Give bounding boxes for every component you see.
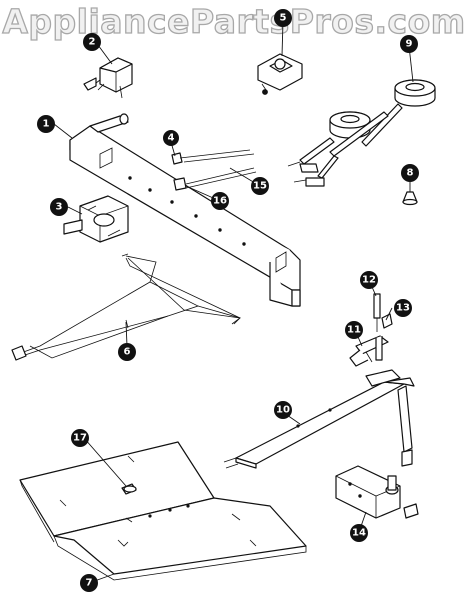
callout-17: 17 <box>71 429 89 447</box>
callout-10-label: 10 <box>276 405 290 416</box>
callout-7: 7 <box>80 574 98 592</box>
callout-4: 4 <box>163 130 179 146</box>
callout-3: 3 <box>50 198 68 216</box>
part-14-safety-valve <box>335 465 419 519</box>
part-13-bracket-screw <box>381 313 393 329</box>
callout-11: 11 <box>345 321 363 339</box>
part-2-ignition-switch <box>83 57 133 99</box>
callout-14: 14 <box>350 524 368 542</box>
callout-2: 2 <box>83 33 101 51</box>
callout-1: 1 <box>37 115 55 133</box>
callout-4-label: 4 <box>168 133 175 144</box>
part-12-sensor-tube <box>373 293 381 332</box>
part-8-knob <box>402 191 418 206</box>
callout-7-label: 7 <box>86 578 93 589</box>
callout-1-label: 1 <box>43 119 50 130</box>
part-11-bracket <box>349 335 389 367</box>
callout-16-label: 16 <box>213 196 227 207</box>
callout-14-label: 14 <box>352 528 366 539</box>
callout-15: 15 <box>251 177 269 195</box>
part-16-orifice <box>173 167 257 191</box>
part-17-screw <box>121 483 137 495</box>
callout-8: 8 <box>401 164 419 182</box>
callout-9-label: 9 <box>406 39 413 50</box>
callout-12: 12 <box>360 271 378 289</box>
part-7-heat-baffle <box>19 441 307 581</box>
callout-17-label: 17 <box>73 433 87 444</box>
callout-8-label: 8 <box>407 168 414 179</box>
callout-15-label: 15 <box>253 181 267 192</box>
part-3-valve <box>63 195 129 243</box>
callout-2-label: 2 <box>89 37 96 48</box>
callout-10: 10 <box>274 401 292 419</box>
part-5-spark-module <box>257 53 303 95</box>
callout-13-label: 13 <box>396 303 410 314</box>
part-1-manifold-pipe <box>69 113 301 307</box>
callout-6: 6 <box>118 343 136 361</box>
part-4-orifice <box>171 149 255 165</box>
callout-13: 13 <box>394 299 412 317</box>
callout-9: 9 <box>400 35 418 53</box>
part-9-top-burners <box>287 79 436 187</box>
callout-5: 5 <box>274 9 292 27</box>
callout-11-label: 11 <box>347 325 361 336</box>
watermark: AppliancePartsPros.com <box>2 1 466 41</box>
callout-5-label: 5 <box>280 13 287 24</box>
callout-6-label: 6 <box>124 347 131 358</box>
callout-12-label: 12 <box>362 275 376 286</box>
callout-16: 16 <box>211 192 229 210</box>
callout-3-label: 3 <box>56 202 63 213</box>
part-6-wire-harness <box>11 253 241 361</box>
part-10-oven-burner <box>223 369 415 469</box>
